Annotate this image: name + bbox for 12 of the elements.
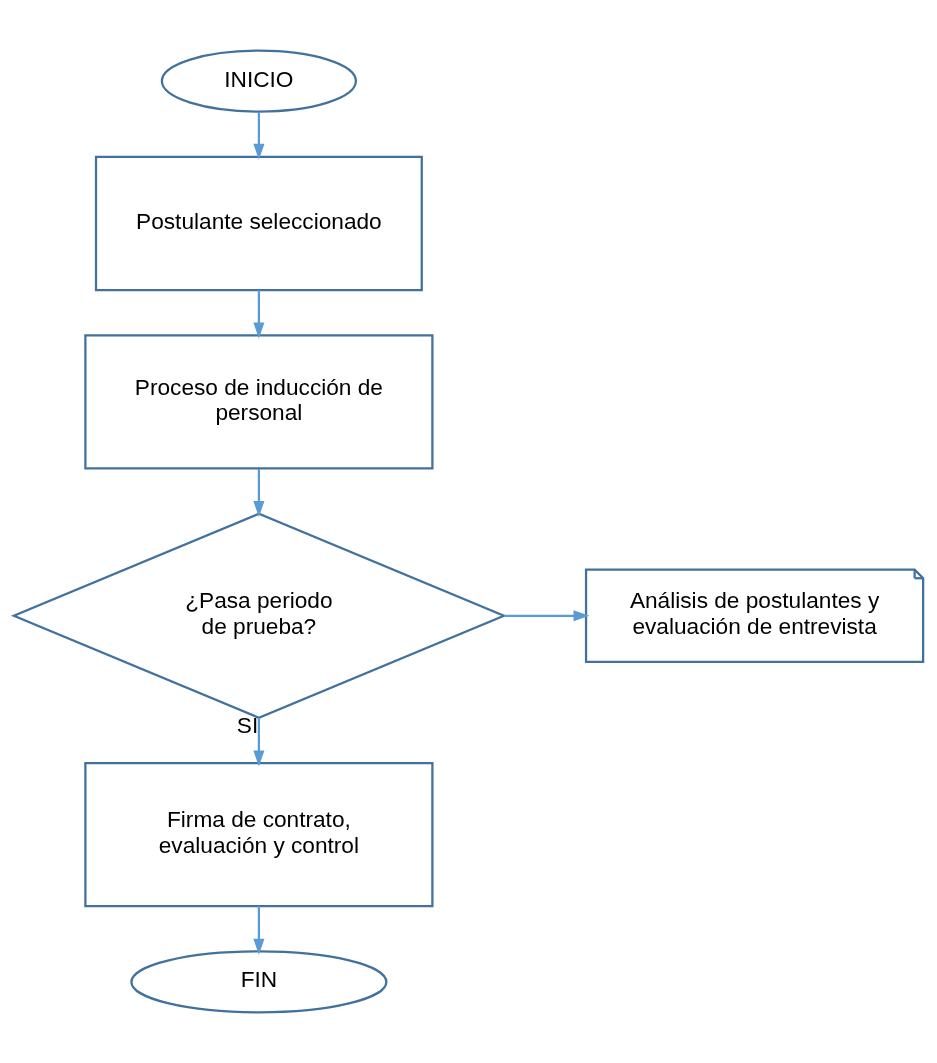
node-diamond: ¿Pasa periodo de prueba? xyxy=(10,512,507,719)
node-box: Proceso de inducción de personal xyxy=(84,334,434,470)
arrow xyxy=(253,290,265,339)
arrow xyxy=(253,906,265,955)
arrow xyxy=(253,112,265,160)
node-ellipse: FIN xyxy=(130,950,388,1014)
node-box: Firma de contrato, evaluación y control xyxy=(84,761,434,908)
arrow xyxy=(253,468,265,517)
node-box: Postulante seleccionado xyxy=(94,155,423,292)
arrow xyxy=(504,610,590,622)
node-ellipse: INICIO xyxy=(160,49,358,113)
arrow xyxy=(253,718,265,767)
